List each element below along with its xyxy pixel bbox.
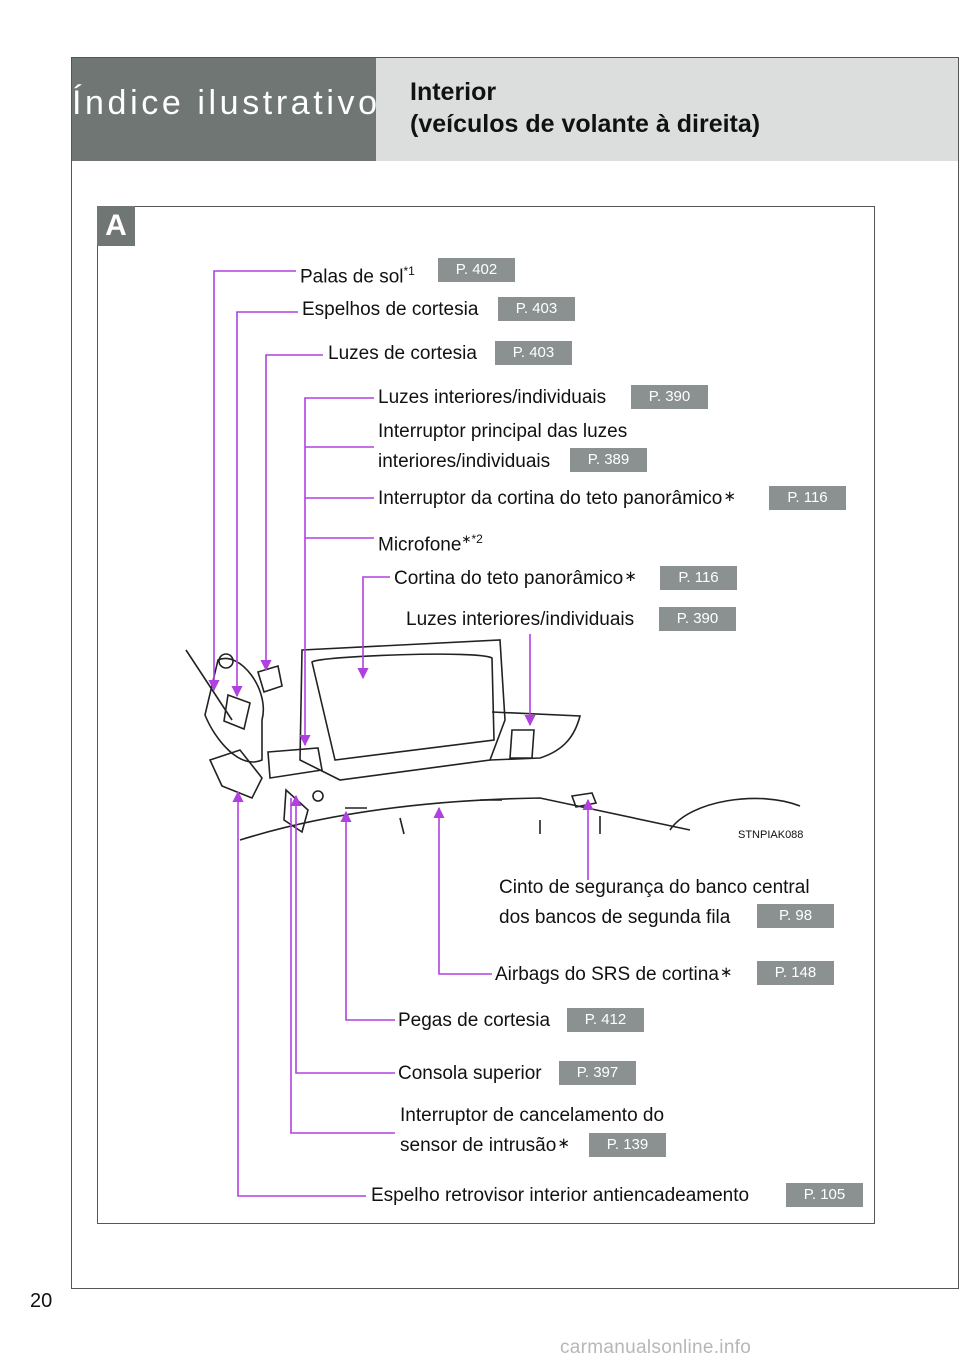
callout-label-intrusion-sensor-line2: sensor de intrusão∗ xyxy=(400,1135,570,1156)
page-ref-overhead-console[interactable]: P. 397 xyxy=(559,1061,636,1085)
callout-label-interior-lights-rear: Luzes interiores/individuais xyxy=(406,609,635,630)
image-code: STNPIAK088 xyxy=(738,829,804,841)
header-section-block xyxy=(71,57,376,161)
header-heading-block xyxy=(376,57,959,161)
callout-label-rear-mirror: Espelho retrovisor interior antiencadeam… xyxy=(371,1185,750,1206)
callout-label-overhead-console: Consola superior xyxy=(398,1063,542,1084)
callout-label-vanity-mirrors: Espelhos de cortesia xyxy=(302,299,479,320)
page-number: 20 xyxy=(30,1290,53,1312)
page-ref-rear-mirror[interactable]: P. 105 xyxy=(786,1183,863,1207)
watermark: carmanualsonline.info xyxy=(560,1337,752,1358)
callout-label-main-switch-line2: interiores/individuais xyxy=(378,451,551,472)
page-ref-sun-visors[interactable]: P. 402 xyxy=(438,258,515,282)
callout-label-roof-shade-switch: Interruptor da cortina do teto panorâmic… xyxy=(378,488,736,509)
callout-label-microphone: Microfone∗*2 xyxy=(378,532,483,556)
callout-label-center-seat-belt-line1: Cinto de segurança do banco central xyxy=(499,877,810,898)
page-ref-vanity-mirrors[interactable]: P. 403 xyxy=(498,297,575,321)
page-ref-intrusion-sensor[interactable]: P. 139 xyxy=(589,1133,666,1157)
callout-label-intrusion-sensor-line1: Interruptor de cancelamento do xyxy=(400,1105,665,1126)
page-ref-roof-shade[interactable]: P. 116 xyxy=(660,566,737,590)
page-ref-assist-grips[interactable]: P. 412 xyxy=(567,1008,644,1032)
page-ref-interior-lights[interactable]: P. 390 xyxy=(631,385,708,409)
callout-label-roof-shade: Cortina do teto panorâmico∗ xyxy=(394,568,637,589)
page-heading: Interior (veículos de volante à direita) xyxy=(410,76,760,140)
page-ref-roof-shade-switch[interactable]: P. 116 xyxy=(769,486,846,510)
diagram-box xyxy=(97,206,875,1224)
callout-label-sun-visors: Palas de sol*1 xyxy=(300,264,415,288)
callout-label-main-switch-line1: Interruptor principal das luzes xyxy=(378,421,628,442)
callout-label-assist-grips: Pegas de cortesia xyxy=(398,1010,551,1031)
page-ref-main-switch[interactable]: P. 389 xyxy=(570,448,647,472)
callout-label-curtain-airbags: Airbags do SRS de cortina∗ xyxy=(495,964,733,985)
leader-lines xyxy=(208,270,594,1197)
page-frame xyxy=(71,57,959,1289)
section-title: Índice ilustrativo xyxy=(72,84,381,122)
page-heading-line1: Interior xyxy=(410,78,497,106)
page-ref-curtain-airbags[interactable]: P. 148 xyxy=(757,961,834,985)
page-ref-vanity-lights[interactable]: P. 403 xyxy=(495,341,572,365)
page-heading-line2: (veículos de volante à direita) xyxy=(410,110,761,138)
callout-label-vanity-lights: Luzes de cortesia xyxy=(328,343,477,364)
page-ref-interior-lights-rear[interactable]: P. 390 xyxy=(659,607,736,631)
page-ref-center-seat-belt[interactable]: P. 98 xyxy=(757,904,834,928)
callout-label-center-seat-belt-line2: dos bancos de segunda fila xyxy=(499,907,731,928)
car-roof-illustration xyxy=(185,639,801,841)
section-badge: A xyxy=(97,206,135,246)
callout-label-interior-lights: Luzes interiores/individuais xyxy=(378,387,607,408)
